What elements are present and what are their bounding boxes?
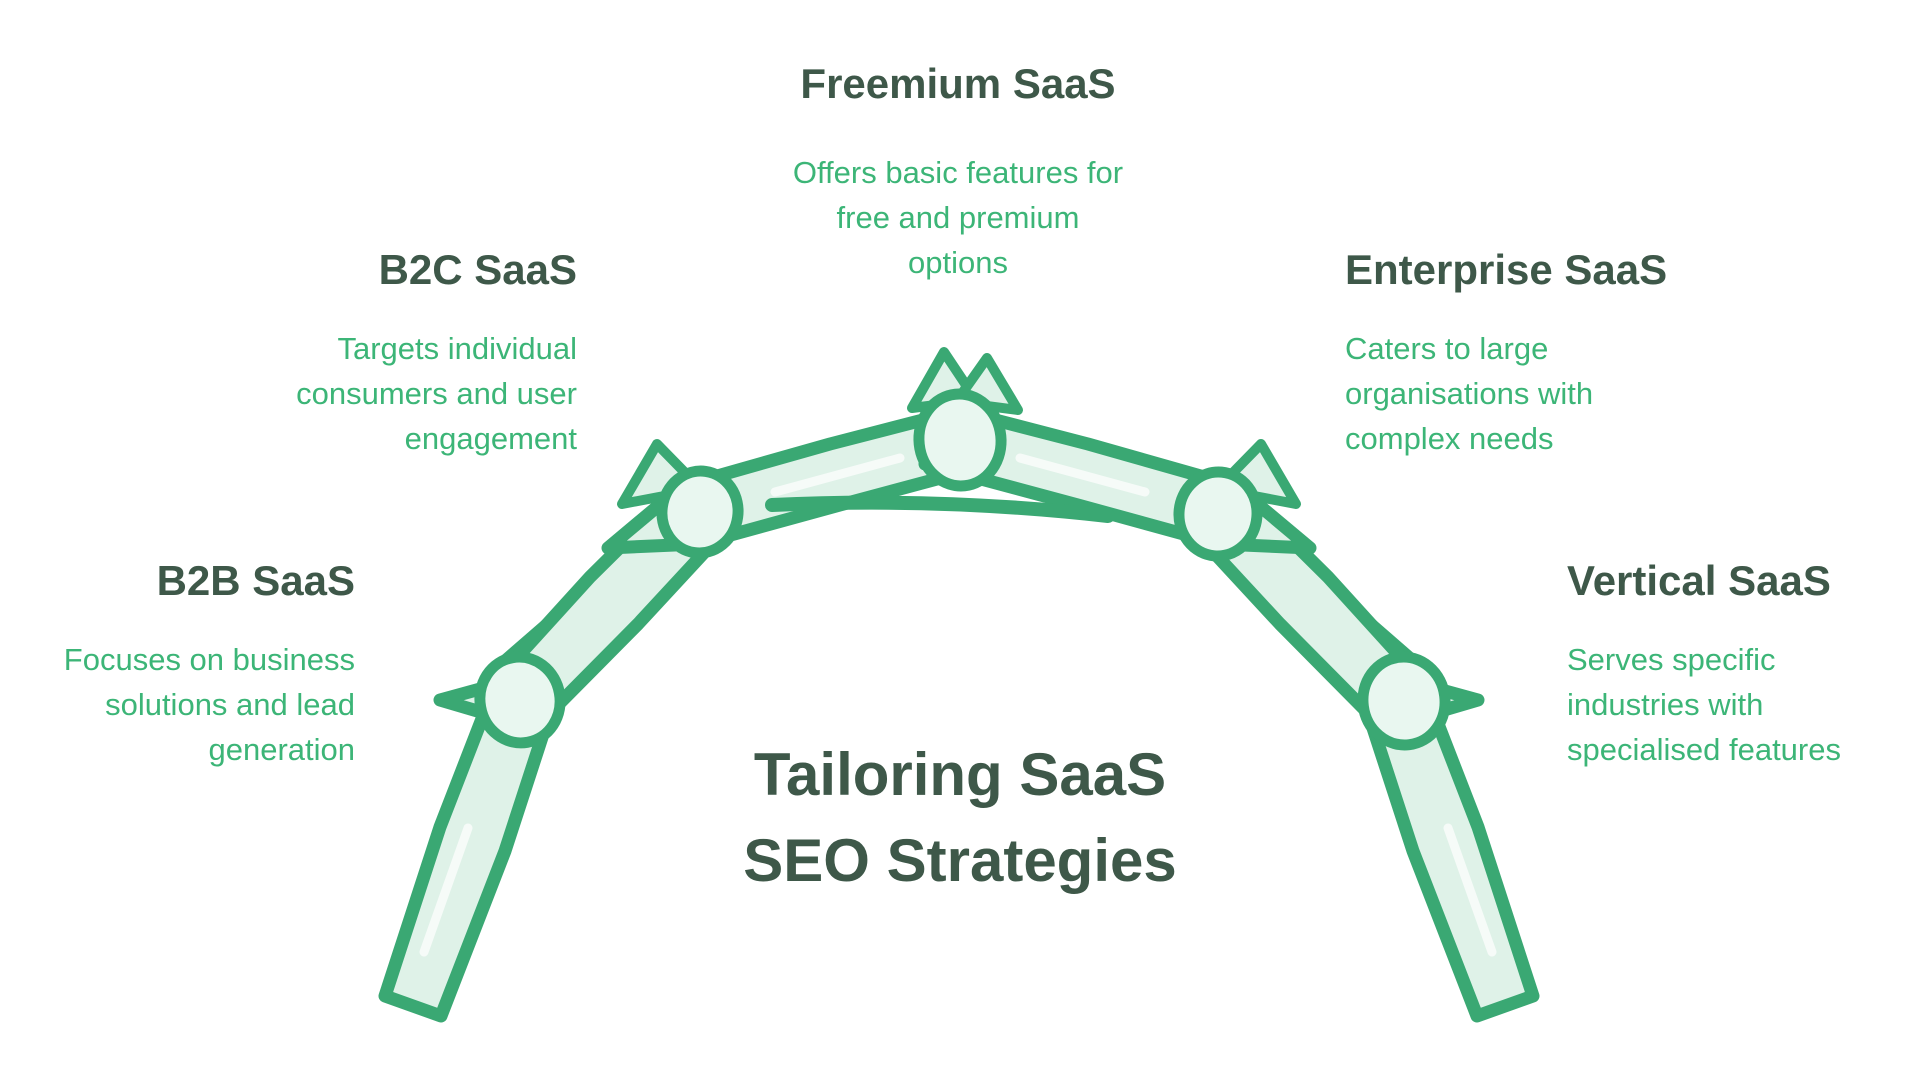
label-block-freemium: Freemium SaaS Offers basic features for … — [708, 58, 1208, 285]
label-block-b2c: B2C SaaS Targets individual consumers an… — [57, 244, 577, 461]
arch-tie-beam — [765, 495, 1115, 523]
label-block-vertical: Vertical SaaS Serves specific industries… — [1567, 555, 1920, 772]
texture-streak — [1015, 453, 1150, 497]
description-b2b: Focuses on business solutions and lead g… — [63, 642, 355, 767]
texture-streak — [1443, 823, 1497, 957]
node-circle-vertical — [1357, 651, 1451, 751]
description-freemium: Offers basic features for free and premi… — [792, 155, 1124, 280]
heading-b2b: B2B SaaS — [156, 557, 355, 604]
label-block-enterprise: Enterprise SaaS Caters to large organisa… — [1345, 244, 1865, 461]
heading-vertical: Vertical SaaS — [1567, 557, 1831, 604]
label-block-b2b: B2B SaaS Focuses on business solutions a… — [0, 555, 355, 772]
node-circle-b2c — [656, 465, 744, 559]
node-circle-enterprise — [1173, 466, 1263, 562]
texture-streak — [419, 823, 473, 957]
page-title: Tailoring SaaS SEO Strategies — [743, 741, 1177, 894]
heading-b2c: B2C SaaS — [378, 246, 577, 293]
heading-freemium: Freemium SaaS — [800, 60, 1116, 107]
heading-enterprise: Enterprise SaaS — [1345, 246, 1668, 293]
description-vertical: Serves specific industries with speciali… — [1567, 642, 1841, 767]
description-b2c: Targets individual consumers and user en… — [296, 331, 577, 456]
node-circle-b2b — [474, 651, 566, 749]
description-enterprise: Caters to large organisations with compl… — [1345, 331, 1594, 456]
texture-streak — [770, 453, 905, 497]
node-circle-freemium — [913, 388, 1007, 492]
